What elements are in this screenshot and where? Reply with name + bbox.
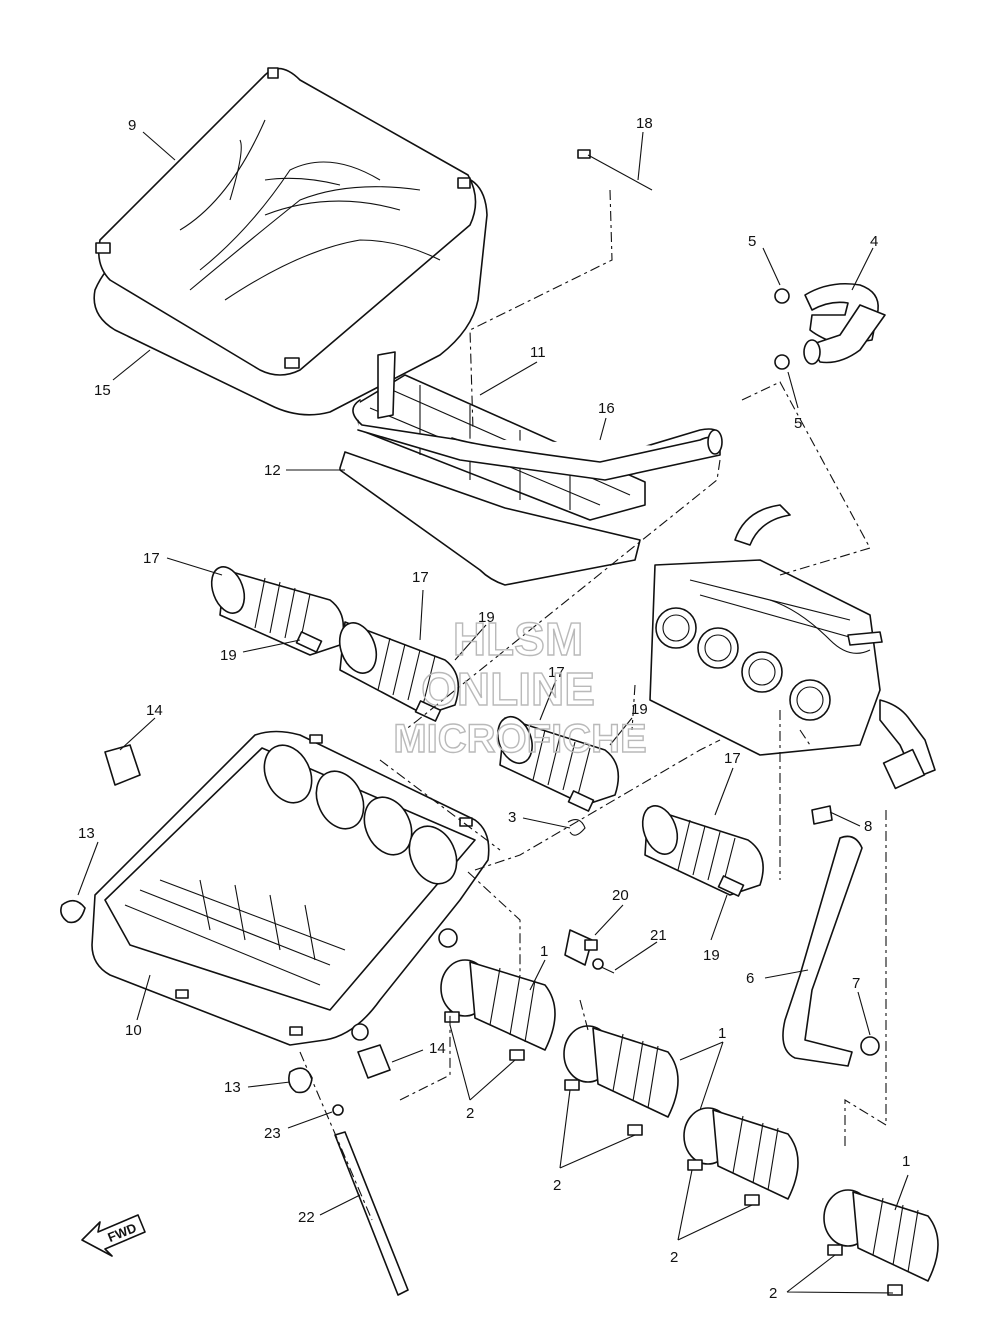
callout-23: 23 xyxy=(264,1125,281,1142)
callout-16: 16 xyxy=(598,400,615,417)
breather-hose xyxy=(774,282,886,370)
callout-2-c: 2 xyxy=(670,1249,678,1266)
callout-2-a: 2 xyxy=(466,1105,474,1122)
leader-lines xyxy=(77,131,909,1294)
callout-19-c: 19 xyxy=(631,701,648,718)
callout-21: 21 xyxy=(650,927,667,944)
callout-13-top: 13 xyxy=(78,825,95,842)
air-filter xyxy=(339,351,723,586)
callout-9: 9 xyxy=(128,117,136,134)
callout-1-a: 1 xyxy=(540,943,548,960)
joint-3 xyxy=(683,1107,799,1206)
callout-2-d: 2 xyxy=(769,1285,777,1302)
callout-17-c: 17 xyxy=(548,664,565,681)
callout-19-a: 19 xyxy=(478,609,495,626)
funnel-4 xyxy=(641,805,764,897)
callout-15: 15 xyxy=(94,382,111,399)
callout-1-c: 1 xyxy=(902,1153,910,1170)
damper-14-bottom xyxy=(357,1044,391,1079)
joint-2 xyxy=(563,1025,679,1136)
callout-5-top: 5 xyxy=(748,233,756,250)
watermark-line-1: HLSM xyxy=(453,613,583,665)
callout-14-top: 14 xyxy=(146,702,163,719)
callout-19-b: 19 xyxy=(220,647,237,664)
callout-10: 10 xyxy=(125,1022,142,1039)
clamp-8 xyxy=(811,805,833,825)
band-18 xyxy=(577,149,653,191)
callout-5-bottom: 5 xyxy=(794,415,802,432)
callout-17-a: 17 xyxy=(143,550,160,567)
air-box-case xyxy=(91,730,490,1046)
callout-18: 18 xyxy=(636,115,653,132)
joint-1 xyxy=(440,959,556,1061)
callout-20: 20 xyxy=(612,887,629,904)
hose-6 xyxy=(782,835,863,1067)
grommet-13-bottom xyxy=(288,1067,313,1094)
forward-arrow-icon: FWD xyxy=(81,1214,146,1257)
callouts: 9 18 5 4 5 11 16 15 12 17 17 19 19 14 17… xyxy=(78,115,910,1302)
callout-11: 11 xyxy=(530,344,546,361)
funnel-1 xyxy=(210,566,345,656)
funnel-2 xyxy=(338,621,460,722)
callout-12: 12 xyxy=(264,462,281,479)
clip-7 xyxy=(860,1036,880,1056)
pipe-22 xyxy=(334,1131,409,1296)
callout-1-b: 1 xyxy=(718,1025,726,1042)
callout-17-d: 17 xyxy=(724,750,741,767)
callout-22: 22 xyxy=(298,1209,315,1226)
grommet-13-top xyxy=(60,899,86,924)
watermark: HLSM ONLINE MICROFICHE xyxy=(393,612,648,761)
callout-13-bottom: 13 xyxy=(224,1079,241,1096)
watermark-line-2: ONLINE xyxy=(421,663,595,715)
callout-2-b: 2 xyxy=(553,1177,561,1194)
damper-14-top xyxy=(104,744,141,786)
sensor-20 xyxy=(564,929,598,966)
joint-4 xyxy=(823,1189,939,1296)
callout-7: 7 xyxy=(852,975,860,992)
funnel-3 xyxy=(497,715,620,812)
callout-8: 8 xyxy=(864,818,872,835)
callout-4: 4 xyxy=(870,233,878,250)
routing-lines xyxy=(299,189,887,1221)
clip-23 xyxy=(332,1104,344,1116)
watermark-line-3: MICROFICHE xyxy=(393,717,646,761)
clip-3 xyxy=(567,819,586,836)
throttle-body-assembly xyxy=(649,504,936,790)
screw-21 xyxy=(592,958,615,974)
callout-3: 3 xyxy=(508,809,516,826)
callout-19-d: 19 xyxy=(703,947,720,964)
callout-6: 6 xyxy=(746,970,754,987)
air-box-cover xyxy=(93,67,488,416)
callout-14-bottom: 14 xyxy=(429,1040,446,1057)
callout-17-b: 17 xyxy=(412,569,429,586)
